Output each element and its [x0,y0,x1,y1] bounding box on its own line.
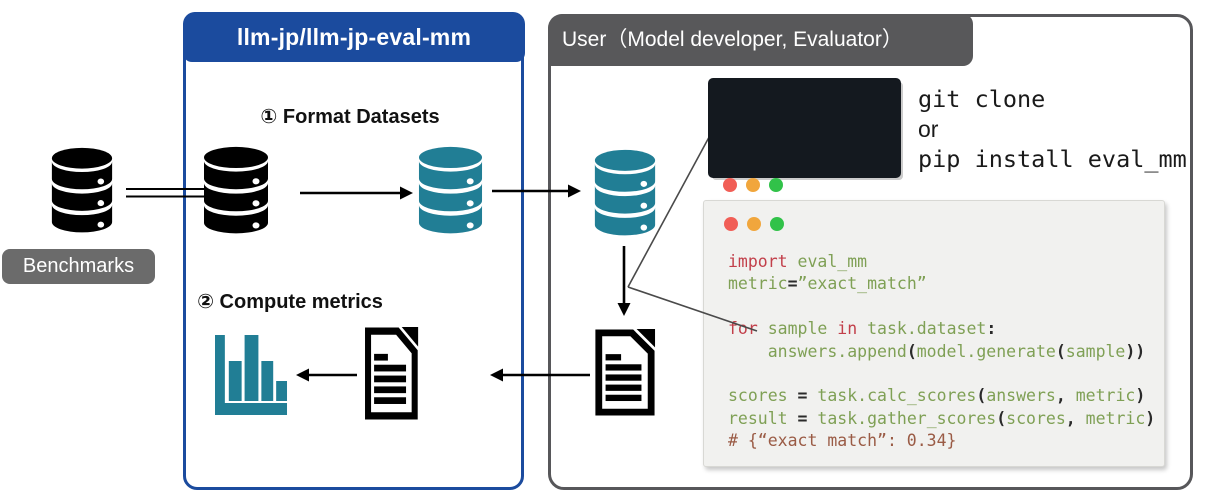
install-option-pip: pip install eval_mm [918,145,1187,173]
database-icon-formatted-dataset [417,146,484,236]
install-option-git-clone: git clone [918,85,1046,113]
bar-chart-icon-metrics [215,335,288,415]
database-icon-raw-dataset [202,146,270,236]
close-window-icon [724,217,738,231]
window-buttons [723,178,783,192]
benchmarks-label: Benchmarks [2,249,155,284]
minimize-window-icon [747,217,761,231]
install-option-separator: or [918,116,939,142]
minimize-window-icon [746,178,760,192]
database-icon-benchmarks [50,147,114,235]
step1-format-datasets-label: ① Format Datasets [260,106,440,128]
install-options: git clone or pip install eval_mm [918,84,1187,174]
repo-box-title: llm-jp/llm-jp-eval-mm [183,12,525,62]
window-buttons [724,217,784,231]
user-box-title: User（Model developer, Evaluator） [548,14,973,66]
step2-compute-metrics-label: ② Compute metrics [197,291,383,313]
document-icon-predictions [592,329,656,416]
document-icon-scores [362,327,419,420]
database-icon-user-dataset [593,149,657,238]
maximize-window-icon [770,217,784,231]
terminal-window: bash eval_all.sh [708,78,901,238]
maximize-window-icon [769,178,783,192]
close-window-icon [723,178,737,192]
repo-box [183,12,524,490]
